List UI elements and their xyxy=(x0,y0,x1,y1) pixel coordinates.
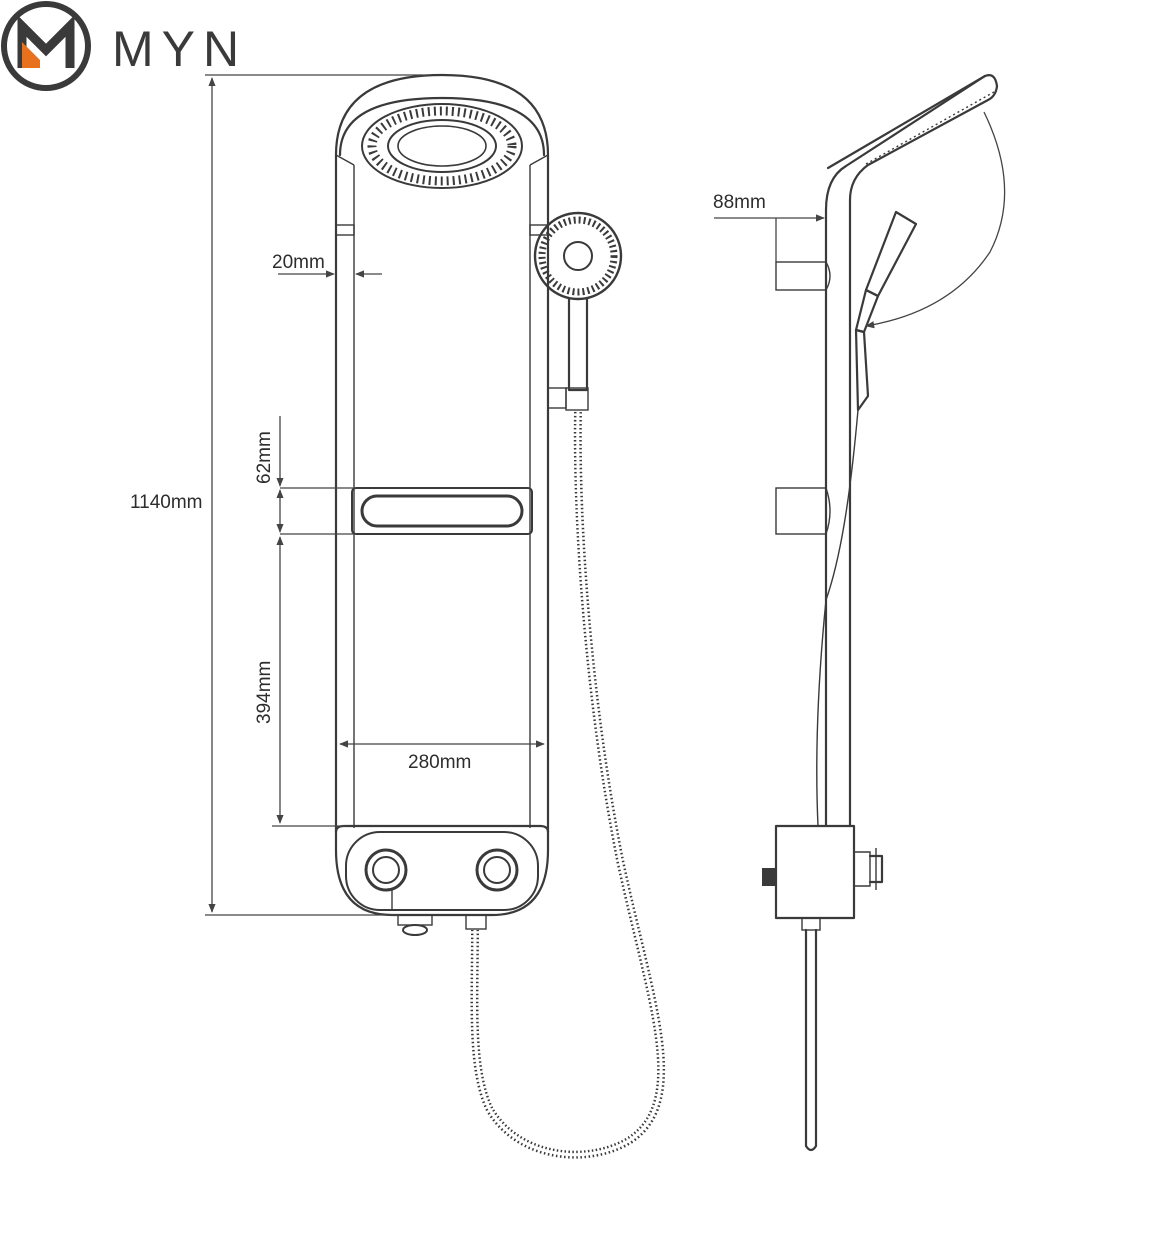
rain-head-housing xyxy=(338,96,546,157)
dimension-side-offset: 88mm xyxy=(713,192,825,262)
label-shelf-height: 62mm xyxy=(254,431,275,484)
hand-shower-side-icon xyxy=(854,210,918,412)
diverter-knob-icon xyxy=(475,848,519,892)
dimension-height-total: 1140mm xyxy=(130,74,430,916)
control-box xyxy=(334,824,550,911)
dimension-lower-section: 394mm xyxy=(254,536,345,827)
label-wall-gap: 20mm xyxy=(272,252,325,273)
hand-shower-front-icon xyxy=(533,211,623,411)
label-side-offset: 88mm xyxy=(713,192,766,213)
rain-shower-head-icon xyxy=(361,103,523,189)
bottom-connectors-icon xyxy=(397,914,487,936)
dimension-wall-gap: 20mm xyxy=(272,252,382,278)
temperature-knob-icon xyxy=(364,848,408,892)
dimension-shelf-height: 62mm xyxy=(254,416,355,535)
label-height-total: 1140mm xyxy=(130,492,203,513)
dimension-panel-width: 280mm xyxy=(339,740,545,773)
label-lower-section: 394mm xyxy=(254,661,275,724)
side-control-box xyxy=(774,824,856,920)
panel-inner-outline xyxy=(353,165,531,828)
label-panel-width: 280mm xyxy=(408,752,471,773)
hand-shower-hose xyxy=(470,411,666,1159)
side-view xyxy=(762,74,1006,1152)
brand-name: MYN xyxy=(112,21,247,77)
brand-logo: MYN xyxy=(1,1,247,91)
myn-logo-icon xyxy=(1,1,91,91)
shelf-icon xyxy=(351,487,533,535)
panel-outline xyxy=(334,73,550,917)
front-view xyxy=(334,73,666,1159)
